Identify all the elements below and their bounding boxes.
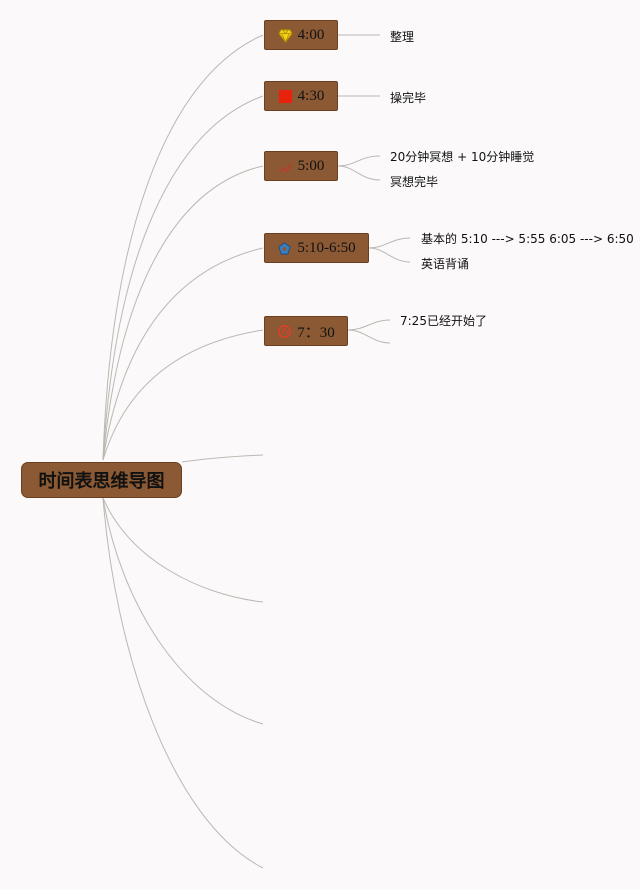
topic-5-00[interactable]: 5:00 — [264, 151, 338, 181]
subtopic[interactable]: 整理 — [390, 30, 415, 44]
subtopic[interactable]: 基本的 5:10 ---> 5:55 6:05 ---> 6:50 — [421, 232, 634, 246]
connector-line — [102, 497, 264, 725]
connector-line — [102, 247, 264, 461]
blue-pentagon-icon — [277, 241, 292, 256]
connector-line — [181, 454, 264, 463]
connector-line — [337, 155, 381, 167]
connector-line — [368, 237, 411, 249]
connector-line — [337, 165, 381, 181]
topic-label: 7：30 — [297, 324, 335, 341]
red-square-icon — [278, 89, 293, 104]
connector-line — [102, 95, 264, 461]
connector-line — [347, 329, 391, 344]
subtopic[interactable]: 操完毕 — [390, 91, 427, 105]
topic-label: 5:10-6:50 — [297, 239, 356, 256]
connector-line — [102, 165, 264, 461]
red-circle-icon — [277, 324, 292, 339]
topic-7-30[interactable]: 7：30 — [264, 316, 348, 346]
subtopic[interactable]: 20分钟冥想 + 10分钟睡觉 — [390, 150, 535, 164]
subtopic[interactable]: 冥想完毕 — [390, 175, 439, 189]
subtopic[interactable]: 英语背诵 — [421, 257, 470, 271]
root-topic-label: 时间表思维导图 — [38, 471, 165, 492]
topic-5-10-6-50[interactable]: 5:10-6:50 — [264, 233, 369, 263]
connector-line — [102, 34, 264, 461]
connector-line — [102, 497, 264, 603]
root-topic[interactable]: 时间表思维导图 — [21, 462, 182, 498]
topic-label: 4:00 — [297, 26, 325, 43]
topic-label: 5:00 — [297, 157, 325, 174]
connector-line — [368, 247, 411, 263]
pen-icon — [278, 159, 293, 174]
connector-line — [102, 329, 264, 461]
topic-4-30[interactable]: 4:30 — [264, 81, 338, 111]
subtopic[interactable]: 7:25已经开始了 — [400, 314, 487, 328]
topic-label: 4:30 — [297, 87, 325, 104]
diamond-icon — [278, 28, 293, 43]
connector-line — [102, 497, 264, 869]
topic-4-00[interactable]: 4:00 — [264, 20, 338, 50]
connector-line — [347, 319, 391, 331]
